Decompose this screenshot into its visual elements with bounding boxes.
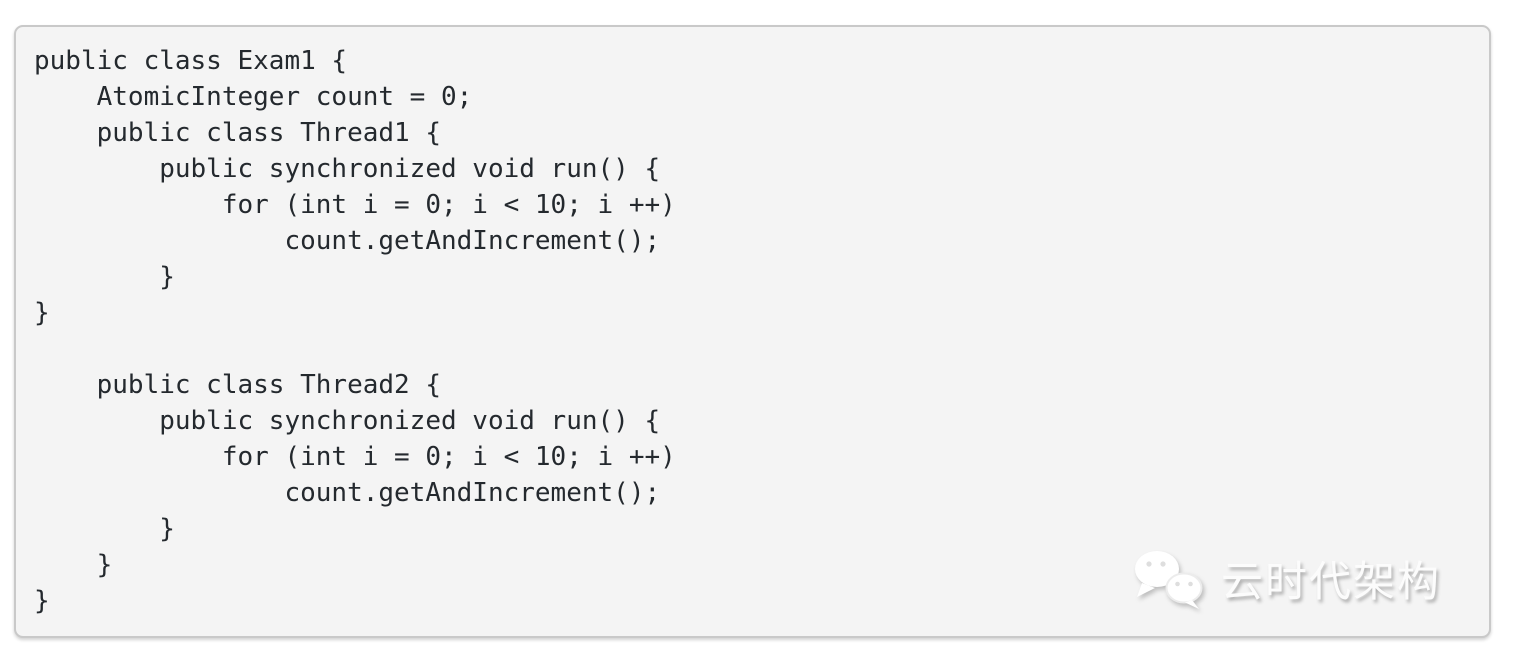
watermark: 云时代架构: [1129, 546, 1441, 610]
java-code: public class Exam1 { AtomicInteger count…: [34, 46, 676, 616]
watermark-label: 云时代架构: [1220, 557, 1441, 605]
code-block-container: public class Exam1 { AtomicInteger count…: [14, 25, 1491, 638]
wechat-icon: [1134, 551, 1203, 609]
